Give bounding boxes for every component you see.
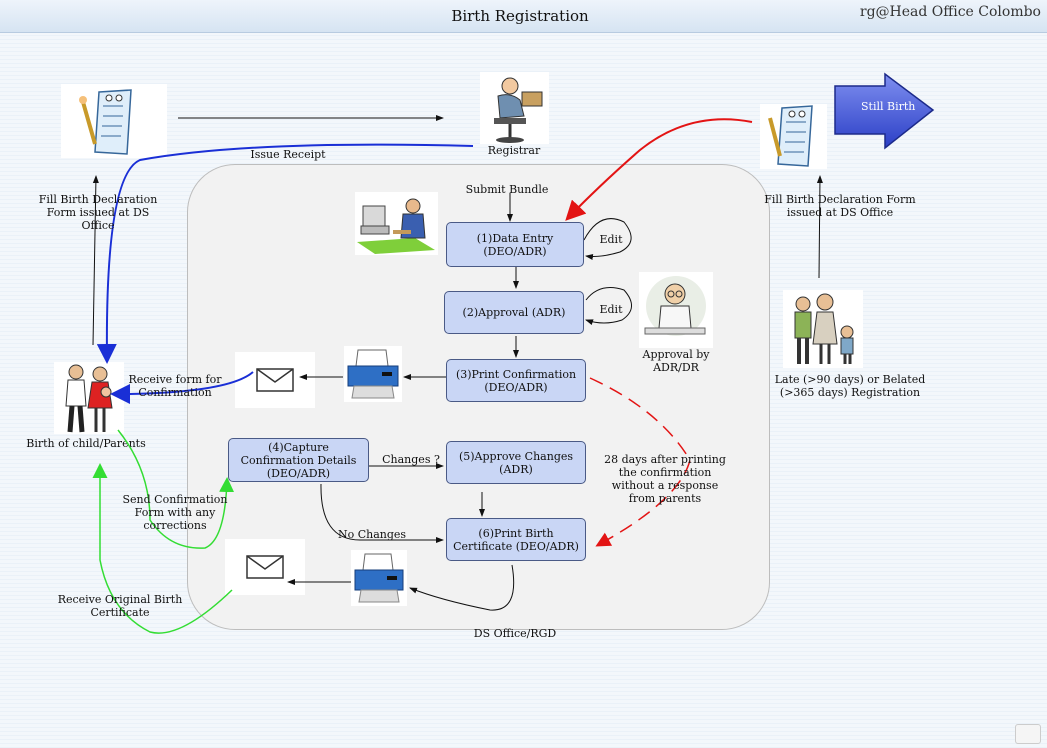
page-title: Birth Registration xyxy=(451,7,589,25)
registrar-label: Registrar xyxy=(487,144,541,157)
parents-with-child-icon xyxy=(54,362,124,434)
fill-form-left-label: Fill Birth Declaration Form issued at DS… xyxy=(38,193,158,232)
no-changes-label: No Changes xyxy=(337,528,407,541)
issue-receipt-label: Issue Receipt xyxy=(250,148,326,161)
step-print-certificate[interactable]: (6)Print Birth Certificate (DEO/ADR) xyxy=(446,518,586,561)
approver-person-icon xyxy=(639,272,713,348)
step-approval[interactable]: (2)Approval (ADR) xyxy=(444,291,584,334)
region-label: DS Office/RGD xyxy=(473,627,557,640)
printer-icon xyxy=(344,346,402,402)
envelope-icon xyxy=(225,539,305,595)
changes-question-label: Changes ? xyxy=(382,453,440,466)
receive-form-label: Receive form for Confirmation xyxy=(128,373,222,399)
edit-label: Edit xyxy=(599,303,623,316)
send-confirmation-label: Send Confirmation Form with any correcti… xyxy=(122,493,228,532)
still-birth-arrow-icon xyxy=(834,72,935,150)
step-approve-changes[interactable]: (5)Approve Changes (ADR) xyxy=(446,441,586,484)
twenty-eight-days-label: 28 days after printing the confirmation … xyxy=(604,453,726,505)
step-data-entry[interactable]: (1)Data Entry (DEO/ADR) xyxy=(446,222,584,267)
still-birth-label: Still Birth xyxy=(861,100,916,113)
corner-control-icon[interactable] xyxy=(1015,724,1041,744)
step-capture-confirmation[interactable]: (4)Capture Confirmation Details (DEO/ADR… xyxy=(228,438,369,482)
printer-icon xyxy=(351,550,407,606)
fill-form-right-label: Fill Birth Declaration Form issued at DS… xyxy=(764,193,916,219)
family-icon xyxy=(783,290,863,368)
user-location: rg@Head Office Colombo xyxy=(859,4,1041,20)
registrar-person-icon xyxy=(480,72,549,144)
declaration-form-right-icon xyxy=(760,104,827,169)
envelope-icon xyxy=(235,352,315,408)
declaration-form-left-icon xyxy=(61,84,167,158)
approval-by-label: Approval by ADR/DR xyxy=(642,348,710,374)
receive-original-label: Receive Original Birth Certificate xyxy=(57,593,183,619)
title-bar: Birth Registration rg@Head Office Colomb… xyxy=(0,0,1047,33)
edit-label: Edit xyxy=(599,233,623,246)
late-registration-label: Late (>90 days) or Belated (>365 days) R… xyxy=(774,373,926,399)
submit-bundle-label: Submit Bundle xyxy=(465,183,549,196)
computer-clerk-icon xyxy=(355,192,438,255)
step-print-confirmation[interactable]: (3)Print Confirmation (DEO/ADR) xyxy=(446,359,586,402)
birth-parents-label: Birth of child/Parents xyxy=(26,437,146,450)
